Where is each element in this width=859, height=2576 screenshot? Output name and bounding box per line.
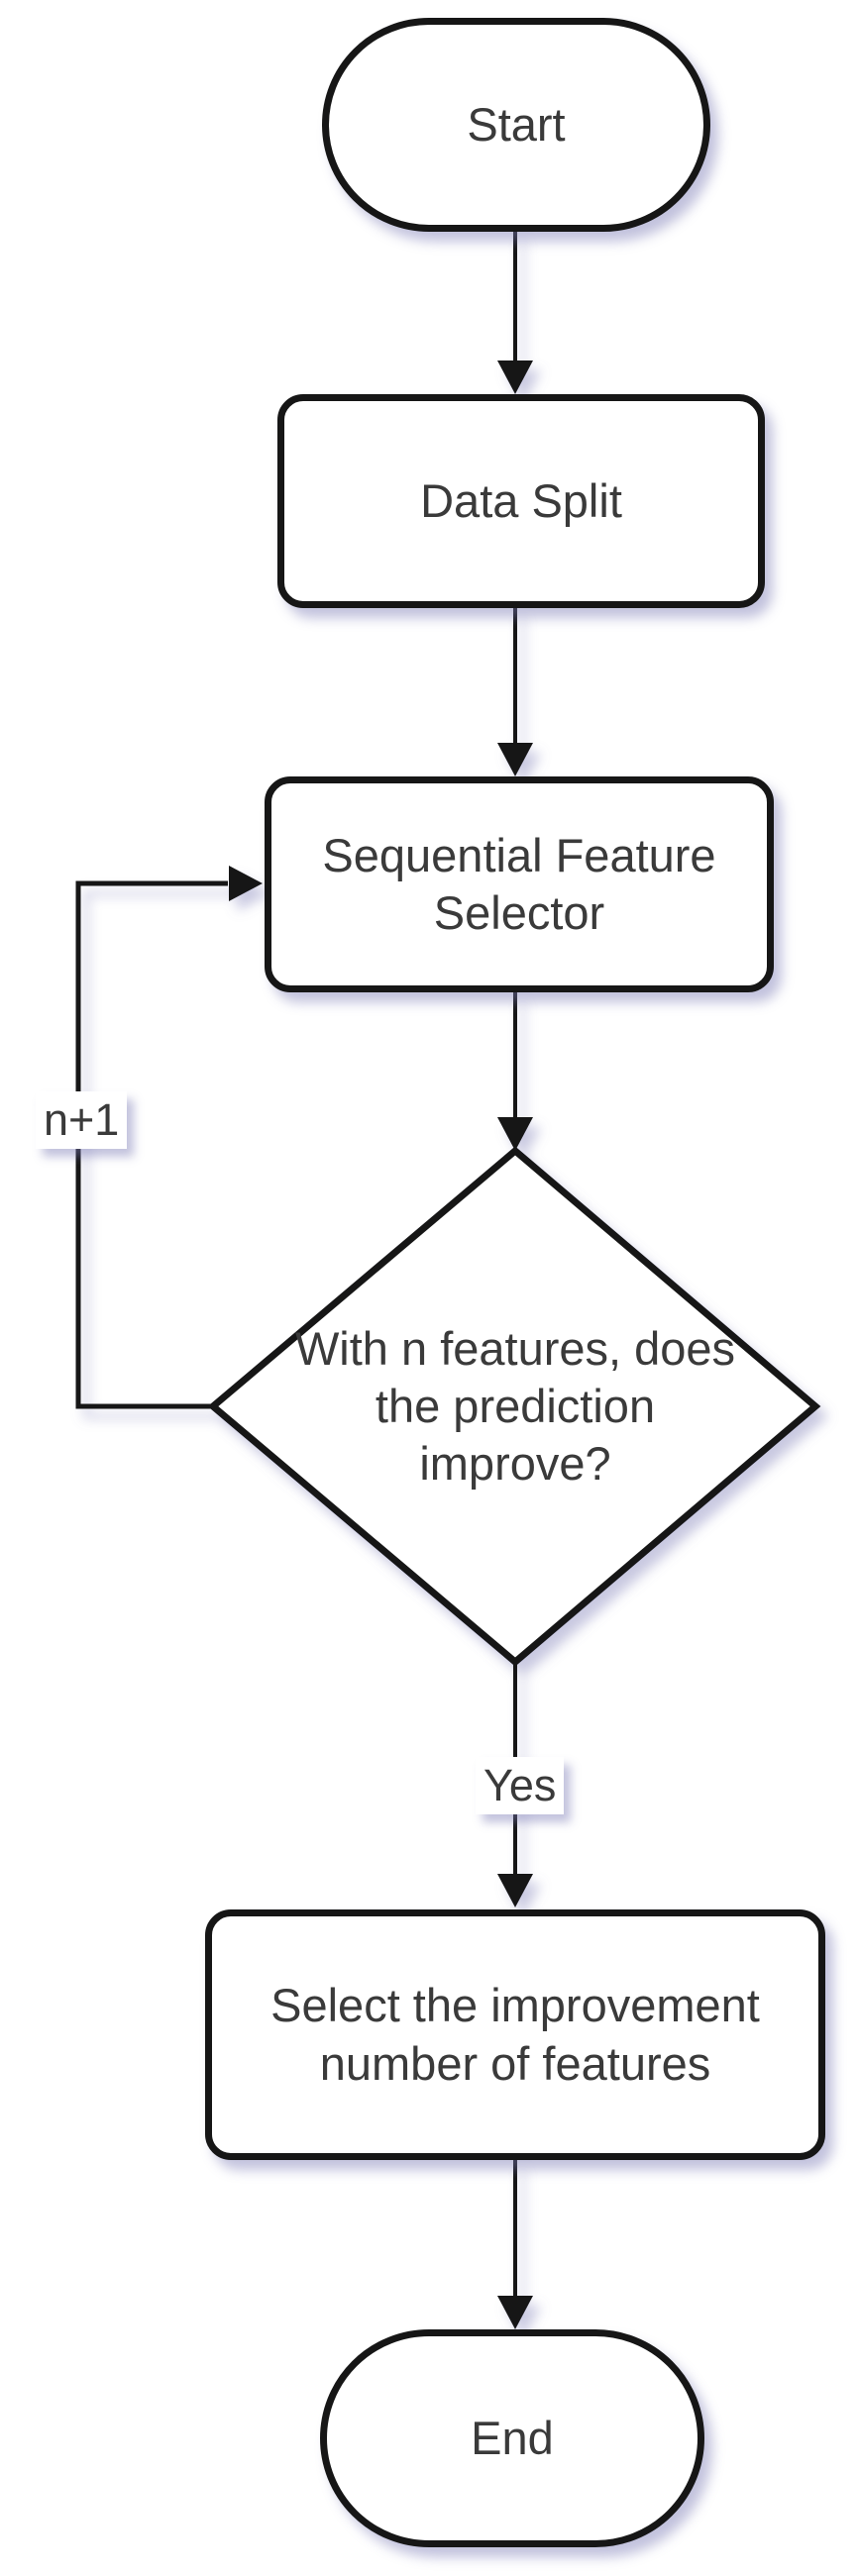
arrowhead-into-end	[497, 2296, 533, 2329]
node-select-improvement-label: Select the improvement number of feature…	[270, 1979, 760, 2090]
edge-label-yes: Yes	[476, 1757, 565, 1814]
node-start-label: Start	[467, 97, 566, 151]
node-data-split-label: Data Split	[420, 473, 622, 527]
node-select-improvement: Select the improvement number of feature…	[205, 1909, 825, 2160]
node-end: End	[320, 2329, 704, 2547]
node-sequential-feature-selector: Sequential Feature Selector	[265, 776, 774, 992]
arrowhead-into-sfs-left	[229, 866, 263, 901]
node-decision: With n features, does the prediction imp…	[277, 1253, 753, 1560]
node-sequential-feature-selector-label: Sequential Feature Selector	[322, 828, 716, 939]
arrowhead-into-datasplit	[497, 361, 533, 394]
node-start: Start	[322, 18, 710, 232]
edge-label-n-plus-1: n+1	[36, 1091, 128, 1149]
node-data-split: Data Split	[277, 394, 765, 608]
decision-diamond-shape	[207, 1146, 821, 1667]
arrowhead-into-select	[497, 1874, 533, 1907]
arrowhead-into-sfs	[497, 743, 533, 776]
node-end-label: End	[471, 2411, 554, 2464]
node-decision-label: With n features, does the prediction imp…	[294, 1321, 736, 1491]
arrowhead-into-decision	[497, 1117, 533, 1151]
